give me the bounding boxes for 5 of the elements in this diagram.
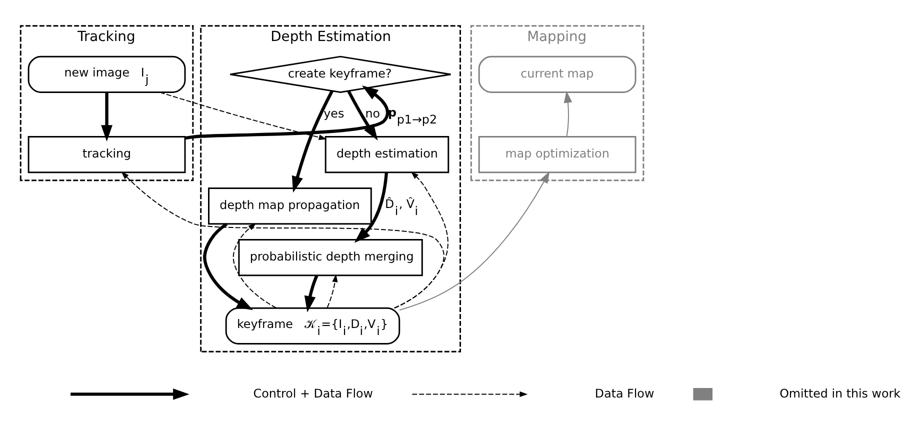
legend-label: Control + Data Flow (253, 386, 373, 400)
legend-label: Data Flow (594, 386, 654, 400)
edge-label: yes (324, 106, 344, 121)
legend-label: Omitted in this work (780, 386, 901, 400)
edge-label: no (365, 106, 380, 121)
